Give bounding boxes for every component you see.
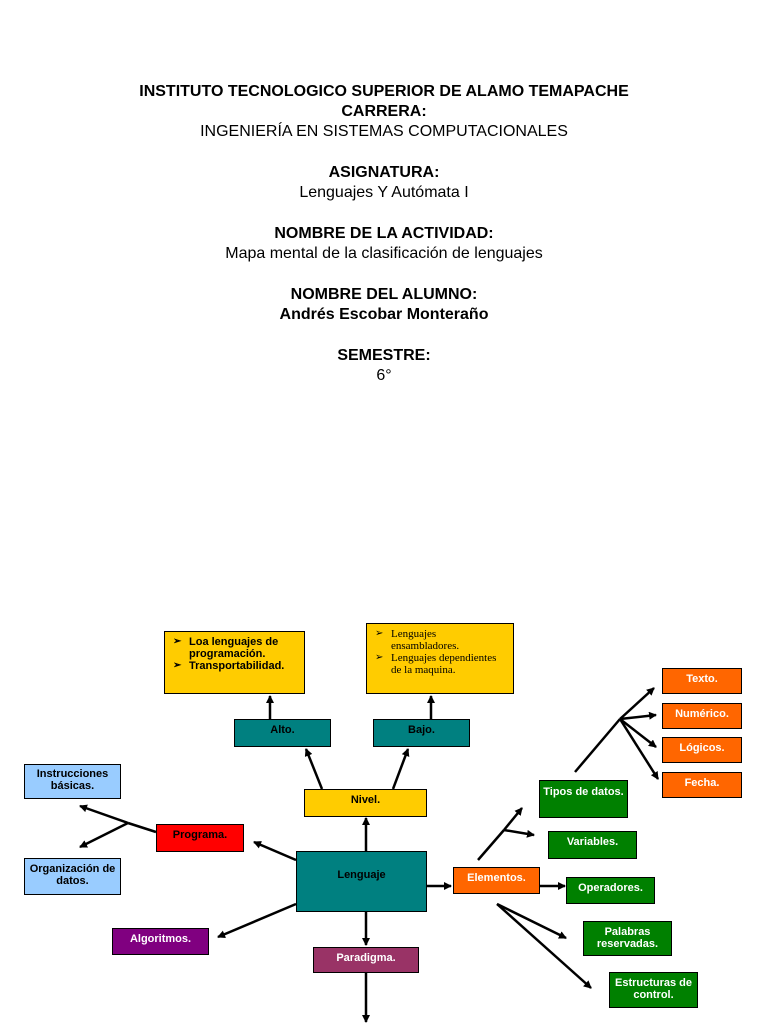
arrow-tipos-logicos [619, 718, 657, 748]
arrow-nivel-bajo [391, 748, 410, 790]
node-operadores: Operadores. [566, 877, 655, 904]
node-tipos-datos-label: Tipos de datos. [543, 786, 624, 798]
arrow-elementos-estructuras [496, 903, 592, 989]
node-programa-label: Programa. [172, 829, 228, 841]
node-operadores-label: Operadores. [578, 882, 643, 894]
node-nivel-label: Nivel. [350, 794, 381, 806]
node-instrucciones: Instrucciones básicas. [24, 764, 121, 799]
line-programa-split [127, 821, 157, 834]
node-palabras-label: Palabras reservadas. [596, 926, 659, 950]
node-organizacion: Organización de datos. [24, 858, 121, 895]
arrow-programa-instrucciones [79, 804, 129, 825]
node-estructuras-control: Estructuras de control. [609, 972, 698, 1008]
node-paradigma: Paradigma. [313, 947, 419, 973]
node-alto: Alto. [234, 719, 331, 747]
node-palabras-reservadas: Palabras reservadas. [583, 921, 672, 956]
arrow-lenguaje-algoritmos [217, 902, 297, 939]
alto-note-1: Loa lenguajes de programación. [173, 636, 298, 660]
node-algoritmos-label: Algoritmos. [129, 933, 192, 945]
node-tipos-datos: Tipos de datos. [539, 780, 628, 818]
node-elementos-label: Elementos. [467, 872, 526, 884]
arrow-nivel-alto [304, 748, 324, 790]
node-lenguaje-label: Lenguaje [337, 869, 386, 881]
bajo-notes-box: Lenguajes ensambladores. Lenguajes depen… [366, 623, 514, 694]
node-instrucciones-label: Instrucciones básicas. [36, 768, 109, 792]
node-logicos-label: Lógicos. [679, 742, 725, 754]
node-elementos: Elementos. [453, 867, 540, 894]
line-tipos-fan [574, 718, 621, 773]
node-programa: Programa. [156, 824, 244, 852]
arrow-tipos-texto [619, 687, 655, 720]
career-label: CARRERA: [341, 103, 427, 120]
node-logicos: Lógicos. [662, 737, 742, 763]
activity-value: Mapa mental de la clasificación de lengu… [225, 245, 543, 262]
node-alto-label: Alto. [270, 724, 295, 736]
subject-value: Lenguajes Y Autómata I [299, 184, 469, 201]
alto-note-2: Transportabilidad. [173, 660, 298, 672]
bajo-note-1: Lenguajes ensambladores. [375, 628, 507, 652]
node-organizacion-label: Organización de datos. [29, 863, 116, 887]
node-numerico-label: Numérico. [675, 708, 729, 720]
node-algoritmos: Algoritmos. [112, 928, 209, 955]
arrow-elementos-tipos [503, 807, 523, 831]
student-label: NOMBRE DEL ALUMNO: [290, 286, 478, 303]
node-numerico: Numérico. [662, 703, 742, 729]
node-bajo: Bajo. [373, 719, 470, 747]
arrow-tipos-fecha [618, 718, 660, 780]
bajo-note-2: Lenguajes dependientes de la maquina. [375, 652, 507, 676]
node-variables-label: Variables. [566, 836, 619, 848]
semester-value: 6° [376, 367, 392, 384]
node-fecha: Fecha. [662, 772, 742, 798]
node-estructuras-label: Estructuras de control. [614, 977, 693, 1001]
document-header: INSTITUTO TECNOLOGICO SUPERIOR DE ALAMO … [0, 82, 768, 386]
arrow-tipos-numerico [619, 711, 657, 721]
arrow-elementos-palabras [496, 902, 567, 940]
node-paradigma-label: Paradigma. [336, 952, 396, 964]
semester-label: SEMESTRE: [337, 347, 431, 364]
arrow-programa-organizacion [79, 821, 129, 849]
arrow-elementos-variables [503, 828, 535, 838]
career-value: INGENIERÍA EN SISTEMAS COMPUTACIONALES [200, 123, 568, 140]
student-value: Andrés Escobar Monteraño [279, 306, 489, 323]
node-fecha-label: Fecha. [684, 777, 720, 789]
subject-label: ASIGNATURA: [328, 164, 440, 181]
activity-label: NOMBRE DE LA ACTIVIDAD: [274, 225, 494, 242]
node-variables: Variables. [548, 831, 637, 859]
node-bajo-label: Bajo. [408, 724, 435, 736]
alto-notes-box: Loa lenguajes de programación. Transport… [164, 631, 305, 694]
line-elementos-tipos [477, 829, 505, 861]
arrow-lenguaje-programa [253, 840, 297, 862]
node-texto-label: Texto. [686, 673, 718, 685]
node-texto: Texto. [662, 668, 742, 694]
institute-name: INSTITUTO TECNOLOGICO SUPERIOR DE ALAMO … [139, 83, 629, 100]
node-lenguaje: Lenguaje [296, 851, 427, 912]
node-nivel: Nivel. [304, 789, 427, 817]
